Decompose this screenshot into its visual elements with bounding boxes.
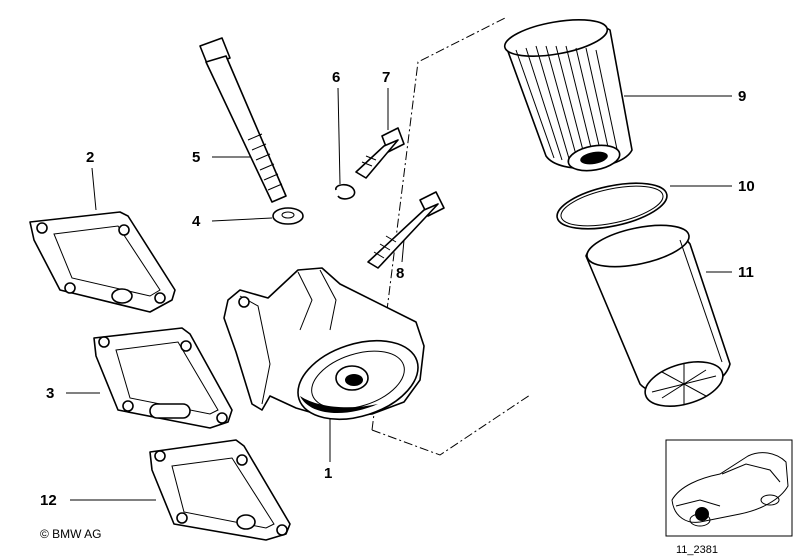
part-4-washer[interactable] (272, 207, 304, 225)
part-2-gasket[interactable] (29, 211, 176, 313)
part-1-filter-housing[interactable] (223, 267, 428, 433)
callout-5: 5 (192, 149, 200, 166)
car-location-inset (665, 439, 793, 537)
part-9-filter-element[interactable] (502, 13, 633, 174)
part-12-gasket[interactable] (149, 439, 291, 541)
callout-4: 4 (192, 213, 201, 230)
leader-6 (337, 87, 341, 185)
location-marker-icon (695, 507, 709, 521)
copyright-text: © BMW AG (40, 527, 102, 541)
part-3-gasket[interactable] (93, 327, 233, 429)
reference-code: 11_2381 (676, 544, 718, 556)
callout-10: 10 (738, 178, 755, 195)
part-6-spring-washer[interactable] (335, 183, 356, 200)
part-11-filter-cover[interactable] (583, 218, 731, 415)
part-8-medium-bolt[interactable] (367, 191, 445, 269)
leader-2 (91, 167, 97, 211)
callout-6: 6 (332, 69, 340, 86)
leader-8 (401, 239, 405, 263)
callout-8: 8 (396, 265, 404, 282)
callout-2: 2 (86, 149, 94, 166)
callout-9: 9 (738, 88, 746, 105)
callout-7: 7 (382, 69, 390, 86)
callout-11: 11 (738, 264, 754, 281)
part-10-o-ring[interactable] (553, 175, 671, 237)
leader-4 (211, 217, 273, 222)
callout-3: 3 (46, 385, 54, 402)
part-5-long-bolt[interactable] (199, 37, 287, 203)
callout-1: 1 (324, 465, 332, 482)
part-7-short-bolt[interactable] (355, 127, 405, 179)
callout-12: 12 (40, 492, 57, 509)
